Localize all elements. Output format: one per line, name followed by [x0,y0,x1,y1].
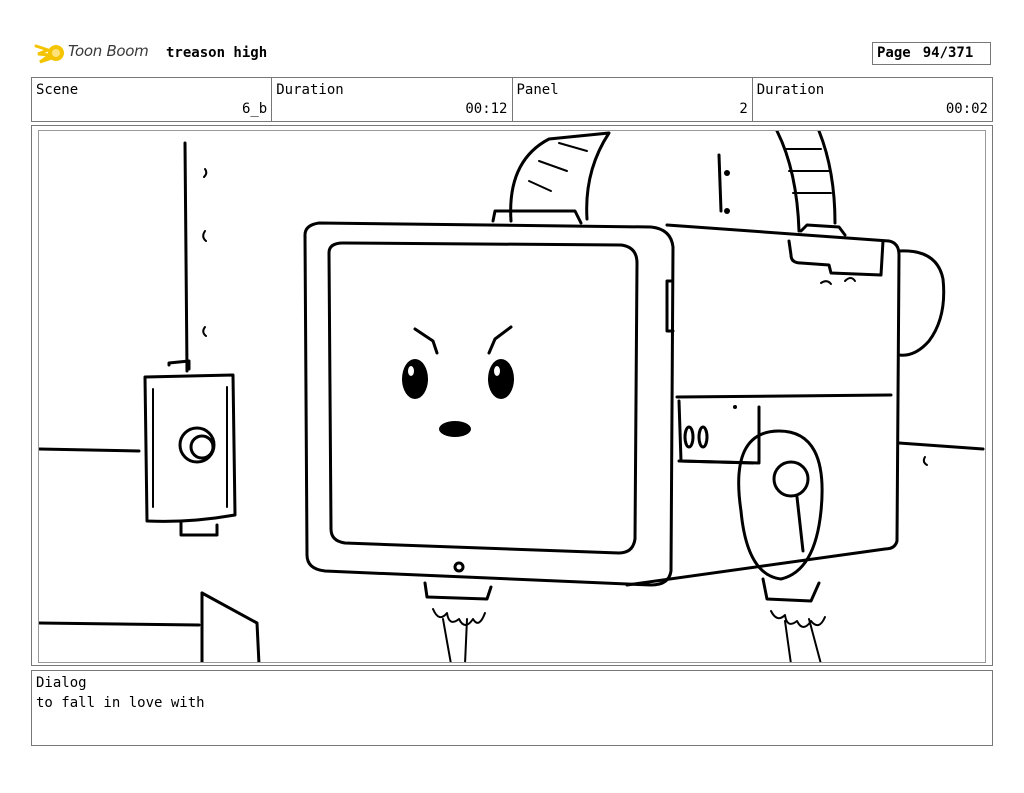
panel-cell: Panel 2 [513,78,753,121]
sketch-tv-robot [39,131,985,662]
panel-duration-label: Duration [756,82,825,98]
scene-duration-cell: Duration 00:12 [272,78,513,121]
panel-drawing [38,130,986,663]
panel-frame [31,125,993,666]
scene-duration-label: Duration [276,82,344,98]
storyboard-info-row: Scene 6_b Duration 00:12 Panel 2 Duratio… [31,77,993,122]
scene-value: 6_b [241,101,268,117]
dialog-box: Dialog to fall in love with [31,670,993,746]
toon-boom-logo: Toon Boom [34,38,158,70]
page-label: Page [877,45,911,61]
brand-name: Toon Boom [68,42,149,60]
dialog-label: Dialog [36,675,87,691]
page-indicator: Page 94/371 [872,42,991,65]
toon-boom-logo-icon [34,44,64,64]
panel-label: Panel [516,82,559,98]
dialog-text: to fall in love with [36,695,205,711]
panel-duration-cell: Duration 00:02 [753,78,992,121]
scene-label: Scene [36,82,79,98]
page-value: 94/371 [922,45,974,61]
scene-duration-value: 00:12 [465,101,508,117]
scene-cell: Scene 6_b [32,78,273,121]
project-title: treason high [166,45,268,61]
panel-value: 2 [739,101,748,117]
panel-duration-value: 00:02 [945,101,988,117]
